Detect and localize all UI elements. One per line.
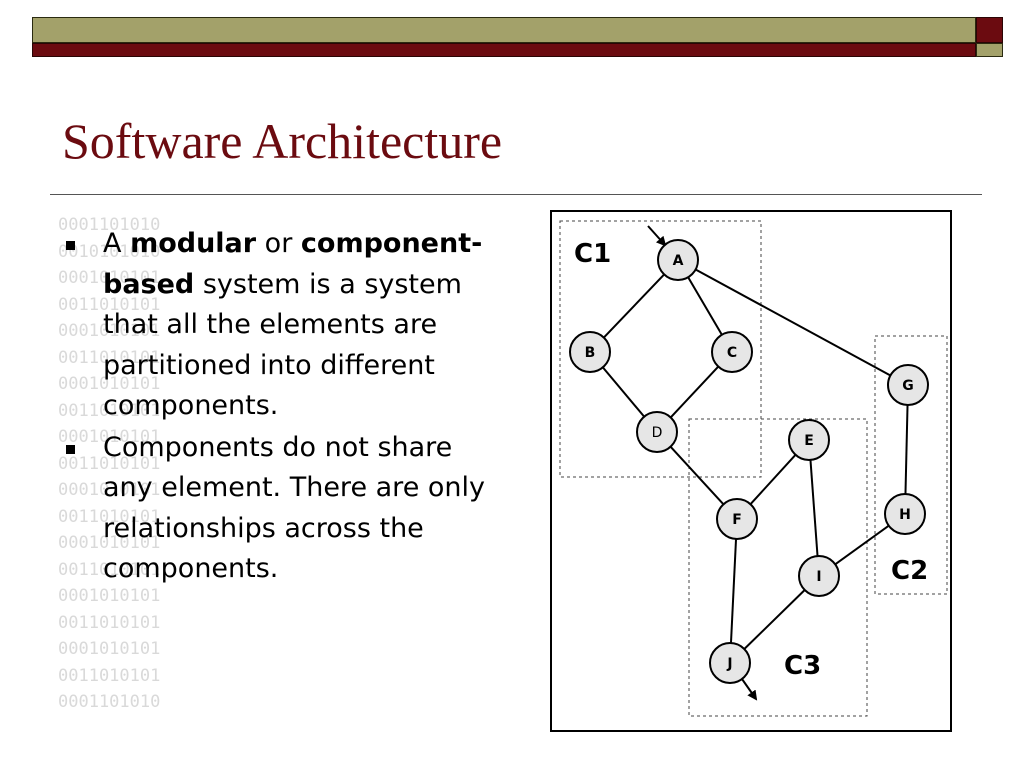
- edge-a-b: [603, 273, 665, 339]
- edge-e-f: [749, 454, 797, 505]
- node-i: [798, 555, 840, 597]
- maroon-corner-square: [976, 17, 1003, 43]
- edge-c-d: [669, 365, 720, 419]
- edge-g-h: [904, 404, 909, 495]
- component-label: C2: [891, 556, 928, 586]
- node-g: [887, 364, 929, 406]
- edge-f-j: [729, 538, 738, 644]
- olive-stripe: [32, 17, 976, 43]
- node-h: [884, 493, 926, 535]
- title-decoration-bar: [32, 17, 1003, 57]
- node-label: H: [899, 507, 911, 523]
- bullet-text: Components do not share any element. The…: [103, 431, 485, 585]
- binary-watermark: 0001101010 0010101010 0001010101 0011010…: [58, 215, 161, 712]
- node-j: [709, 642, 751, 684]
- olive-corner-square: [976, 43, 1003, 57]
- node-label: E: [804, 433, 814, 449]
- bullet-text: A: [103, 228, 131, 259]
- node-label: J: [726, 656, 732, 672]
- bullet-list: A modular or component-based system is a…: [62, 224, 502, 591]
- node-e: [788, 419, 830, 461]
- edge-d-f: [669, 446, 725, 505]
- exit-arrow: [741, 678, 758, 701]
- bullet-text: or: [256, 228, 301, 259]
- edge-i-j: [743, 589, 806, 650]
- edge-a-g: [695, 268, 891, 377]
- node-label: B: [585, 345, 596, 361]
- edge-b-d: [602, 366, 645, 418]
- node-label: I: [816, 569, 821, 585]
- node-f: [716, 498, 758, 540]
- component-label: C1: [574, 239, 611, 269]
- edge-a-c: [687, 276, 723, 336]
- entry-arrow: [647, 225, 667, 247]
- edge-h-i: [834, 524, 890, 566]
- node-label: D: [652, 425, 663, 441]
- node-d: [636, 411, 678, 453]
- component-boundary-c3: [688, 418, 868, 717]
- edge-e-i: [809, 459, 819, 557]
- node-label: F: [732, 512, 742, 528]
- bold-term: component-based: [103, 228, 483, 300]
- bullet-square-icon: [66, 444, 75, 454]
- node-label: A: [673, 253, 684, 269]
- bullet-item: Components do not share any element. The…: [62, 428, 502, 590]
- component-boundary-c2: [874, 335, 948, 595]
- node-b: [569, 331, 611, 373]
- component-label: C3: [784, 651, 821, 681]
- maroon-stripe: [32, 43, 976, 57]
- bullet-square-icon: [66, 241, 75, 250]
- title-divider: [50, 194, 982, 195]
- node-label: C: [727, 345, 737, 361]
- bullet-text: system is a system that all the elements…: [103, 268, 462, 422]
- node-c: [711, 331, 753, 373]
- bullet-item: A modular or component-based system is a…: [62, 224, 502, 427]
- bold-term: modular: [130, 228, 257, 259]
- node-label: G: [902, 378, 914, 394]
- slide-title: Software Architecture: [62, 113, 503, 169]
- component-boundary-c1: [559, 220, 762, 478]
- node-a: [657, 239, 699, 281]
